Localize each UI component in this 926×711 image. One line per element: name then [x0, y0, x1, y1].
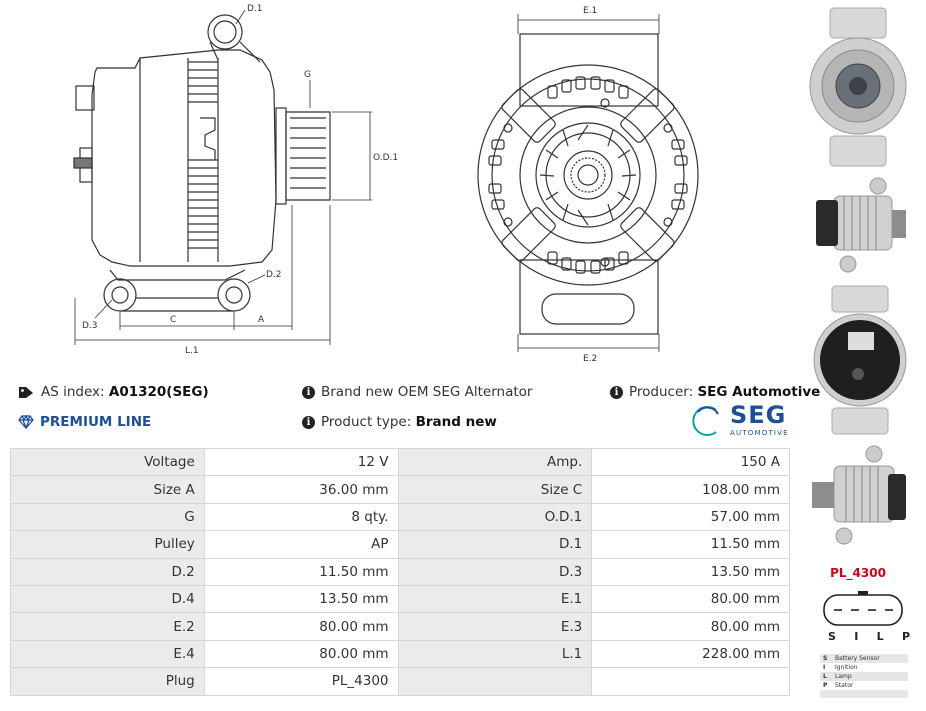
tags-icon — [19, 386, 33, 398]
label-d3: D.3 — [82, 321, 98, 331]
spec-label: Voltage — [10, 447, 205, 477]
spec-value: 80.00 mm — [591, 612, 790, 641]
spec-label: Plug — [10, 667, 205, 696]
spec-label: G — [10, 502, 205, 532]
spec-label: Amp. — [397, 447, 593, 477]
label-d2: D.2 — [266, 270, 282, 280]
label-a: A — [258, 315, 265, 325]
spec-label — [397, 667, 593, 696]
spec-label: D.3 — [397, 557, 593, 586]
as-index-value: A01320(SEG) — [108, 384, 209, 400]
premium-line[interactable]: PREMIUM LINE — [18, 414, 151, 430]
spec-label: D.2 — [10, 557, 205, 586]
spec-value: 57.00 mm — [591, 502, 790, 532]
spec-label: Pulley — [10, 530, 205, 559]
spec-value: 228.00 mm — [591, 639, 790, 669]
plug-pins: S I L P — [828, 630, 910, 643]
plug-title: PL_4300 — [830, 566, 886, 580]
label-d1: D.1 — [247, 4, 263, 14]
spec-value: 8 qty. — [203, 502, 399, 532]
label-od1: O.D.1 — [373, 153, 398, 163]
product-photo-side-1[interactable] — [808, 168, 908, 278]
spec-label: D.1 — [397, 530, 593, 559]
seg-logo-icon: SEG AUTOMOTIVE — [690, 402, 792, 440]
spec-value: 80.00 mm — [203, 612, 399, 641]
product-photo-rear[interactable] — [808, 284, 908, 436]
spec-value: 11.50 mm — [203, 557, 399, 586]
spec-value: AP — [203, 530, 399, 559]
seg-logo-word: SEG — [730, 401, 787, 429]
product-photo-front[interactable] — [808, 6, 908, 168]
spec-label: E.2 — [10, 612, 205, 641]
product-type-value: Brand new — [415, 414, 497, 430]
label-l1: L.1 — [185, 346, 199, 356]
product-photo-side-2[interactable] — [808, 440, 908, 552]
seg-logo-sub: AUTOMOTIVE — [730, 429, 789, 437]
spec-label: L.1 — [397, 639, 593, 669]
spec-label: D.4 — [10, 584, 205, 614]
brand-info: i Brand new OEM SEG Alternator — [302, 384, 532, 400]
spec-value: 80.00 mm — [203, 639, 399, 669]
spec-value: 150 A — [591, 447, 790, 477]
diamond-icon — [18, 415, 34, 429]
spec-label: Size C — [397, 475, 593, 504]
plug-pin-p: P — [901, 630, 910, 643]
spec-value — [591, 667, 790, 696]
info-circle-icon: i — [610, 385, 623, 399]
product-type: i Product type: Brand new — [302, 414, 497, 430]
spec-value: 11.50 mm — [591, 530, 790, 559]
spec-value: 108.00 mm — [591, 475, 790, 504]
plug-pin-i: I — [854, 630, 859, 643]
spec-label: E.4 — [10, 639, 205, 669]
spec-value: 36.00 mm — [203, 475, 399, 504]
premium-line-label: PREMIUM LINE — [40, 414, 152, 430]
label-c: C — [170, 315, 176, 325]
spec-label: Size A — [10, 475, 205, 504]
spec-value: 13.50 mm — [203, 584, 399, 614]
plug-pin-l: L — [876, 630, 884, 643]
producer-value: SEG Automotive — [697, 384, 821, 400]
label-e1: E.1 — [583, 6, 597, 16]
spec-label: E.1 — [397, 584, 593, 614]
plug-diagram — [823, 591, 903, 626]
info-circle-icon: i — [302, 415, 315, 429]
spec-value: PL_4300 — [203, 667, 399, 696]
spec-value: 80.00 mm — [591, 584, 790, 614]
plug-pin-s: S — [828, 630, 836, 643]
spec-value: 13.50 mm — [591, 557, 790, 586]
producer: i Producer: SEG Automotive — [610, 384, 820, 400]
side-view-drawing: D.1 G O.D.1 D.2 D.3 C A L.1 — [73, 4, 398, 356]
info-circle-icon: i — [302, 385, 315, 399]
label-e2: E.2 — [583, 354, 597, 364]
spec-value: 12 V — [203, 447, 399, 477]
spec-label: O.D.1 — [397, 502, 593, 532]
label-g: G — [304, 70, 311, 80]
front-view-drawing: E.1 E.2 — [477, 6, 699, 364]
spec-label: E.3 — [397, 612, 593, 641]
as-index: AS index: A01320(SEG) — [18, 384, 209, 400]
